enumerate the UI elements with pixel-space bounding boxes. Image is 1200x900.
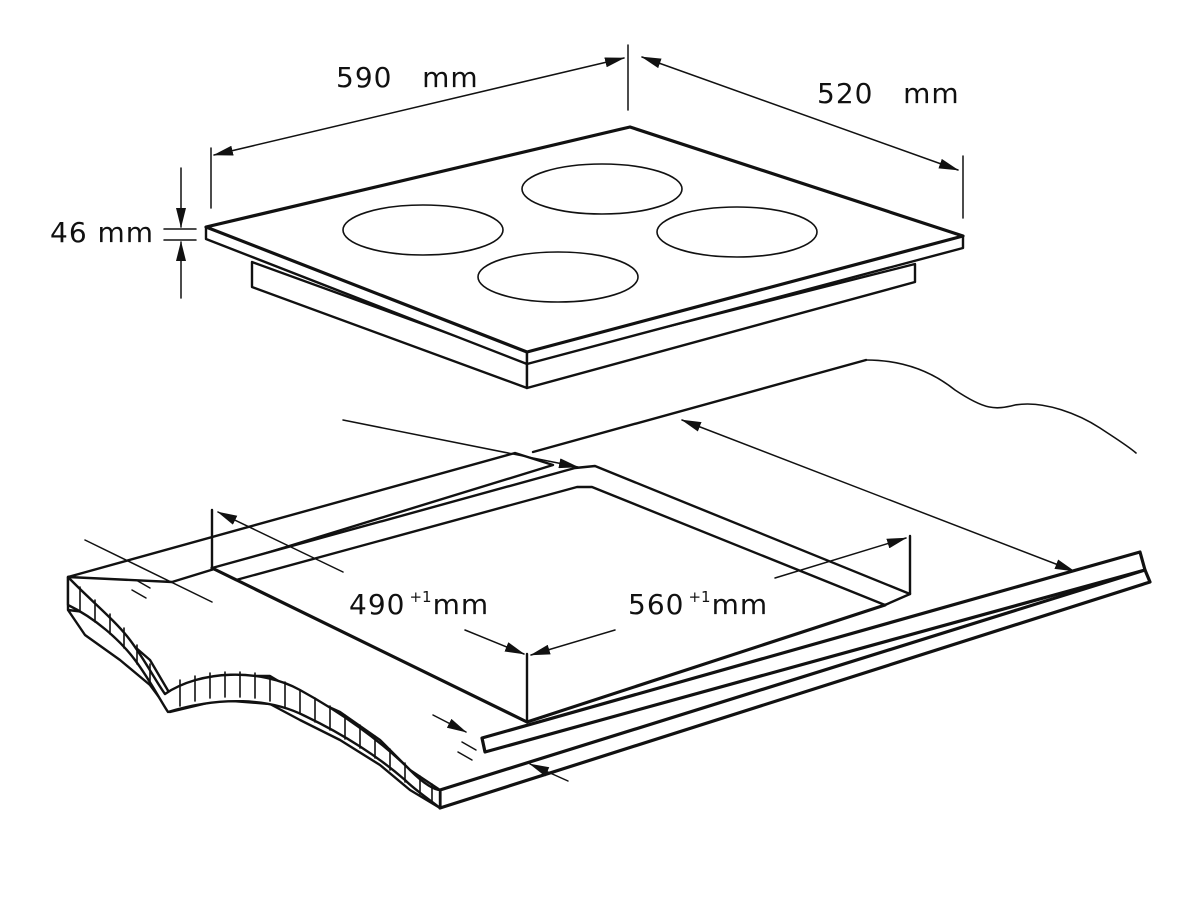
depth-dimension-arrow	[641, 56, 959, 171]
hob-height-label: 46 mm	[50, 216, 155, 249]
cutout-width-value: 560	[628, 588, 685, 621]
hob-width-label: 590 mm	[336, 61, 479, 94]
cutout-width-tolerance: +1	[688, 588, 711, 606]
hob	[204, 125, 965, 390]
cutout-width-arrow-lower	[530, 629, 616, 656]
left-equal-tick-1	[135, 579, 151, 589]
hob-depth-label: 520 mm	[817, 77, 960, 110]
worktop-left-top	[66, 451, 555, 584]
cutout-depth-arrow-upper	[217, 511, 344, 573]
cutout-width-label: 560+1mm	[628, 590, 768, 619]
front-equal-tick-1	[461, 741, 477, 751]
back-distance-leader	[342, 419, 579, 469]
width-dimension-arrow	[213, 57, 625, 156]
front-distance-leader	[432, 714, 467, 733]
front-distance-arrow	[529, 763, 569, 782]
worktop	[66, 358, 1152, 810]
worktop-edge-hatching	[79, 586, 433, 803]
hob-dimensions	[163, 44, 964, 299]
cutout-inner-edges	[210, 566, 887, 724]
worktop-front-strip	[480, 550, 1147, 754]
cooking-zone-right	[656, 206, 818, 258]
worktop-front-face	[438, 568, 1152, 810]
worktop-cross-section	[66, 575, 442, 810]
cutout-depth-tolerance: +1	[409, 588, 432, 606]
left-equal-tick-2	[131, 589, 147, 599]
worktop-break-line-right	[865, 359, 1137, 454]
front-equal-tick-2	[457, 751, 473, 761]
hob-underbody-side	[525, 262, 917, 390]
cutout-dimensions	[84, 419, 1075, 782]
cooking-zone-front	[477, 251, 639, 303]
cutout-depth-value: 490	[349, 588, 406, 621]
cooking-zone-back	[521, 163, 683, 215]
cutout-depth-unit: mm	[432, 588, 490, 621]
cutout-depth-arrow-lower	[464, 629, 525, 655]
worktop-back-edge	[531, 358, 868, 454]
worktop-depth-arrow	[681, 419, 1075, 572]
left-distance-leader	[84, 539, 213, 603]
cooking-zone-left	[342, 204, 504, 256]
cutout-depth-label: 490+1mm	[349, 590, 489, 619]
cutout-width-unit: mm	[711, 588, 769, 621]
hob-plate-top	[204, 125, 965, 354]
